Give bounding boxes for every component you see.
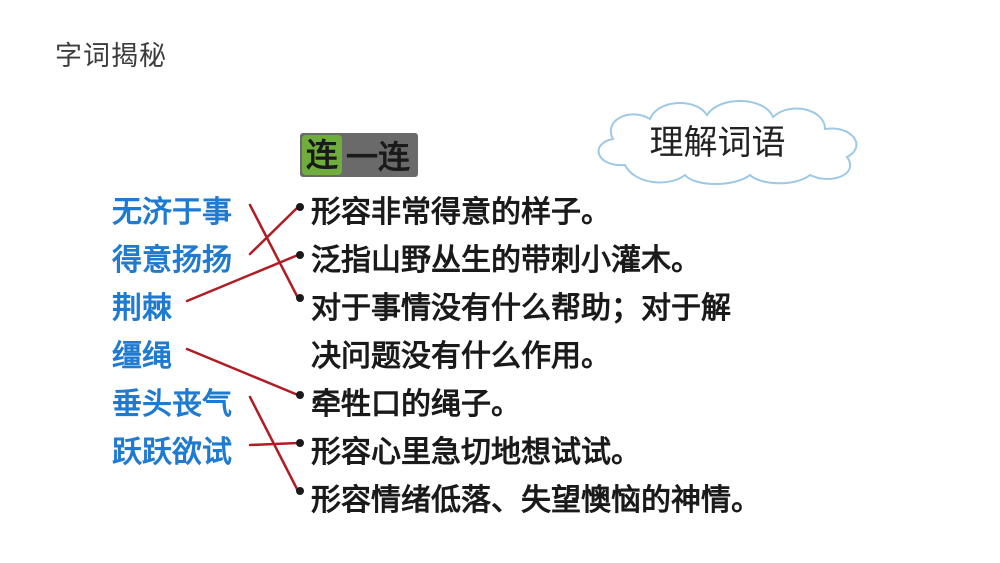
definition-item: 形容情绪低落、失望懊恼的神情。 (311, 483, 761, 518)
banner-highlight: 连 (302, 135, 343, 175)
word-item: 跃跃欲试 (112, 435, 232, 470)
word-item: 无济于事 (112, 195, 232, 230)
word-item: 缰绳 (112, 339, 172, 374)
definition-item: 形容非常得意的样子。 (311, 195, 611, 230)
match-dot (296, 251, 304, 259)
definition-item: 牵牲口的绳子。 (311, 387, 521, 422)
match-line (248, 205, 300, 256)
match-line (248, 441, 300, 447)
match-dot (296, 203, 304, 211)
definition-item: 泛指山野丛生的带刺小灌木。 (311, 243, 701, 278)
match-dot (296, 487, 304, 495)
definition-item: 决问题没有什么作用。 (311, 339, 611, 374)
word-item: 得意扬扬 (112, 243, 232, 278)
cloud-shape (597, 100, 858, 185)
word-item: 荆棘 (112, 291, 172, 326)
word-item: 垂头丧气 (112, 387, 232, 422)
match-dot (296, 391, 304, 399)
match-dot (296, 294, 304, 302)
connect-banner: 连 一连 (300, 133, 419, 177)
match-line (185, 347, 300, 397)
match-line (248, 203, 300, 300)
page-title: 字词揭秘 (55, 41, 167, 72)
match-dot (296, 439, 304, 447)
definition-item: 对于事情没有什么帮助；对于解 (311, 291, 731, 326)
cloud-label: 理解词语 (649, 123, 786, 163)
match-line (185, 253, 300, 303)
banner-text: 一连 (346, 138, 411, 176)
definition-item: 形容心里急切地想试试。 (311, 435, 641, 470)
